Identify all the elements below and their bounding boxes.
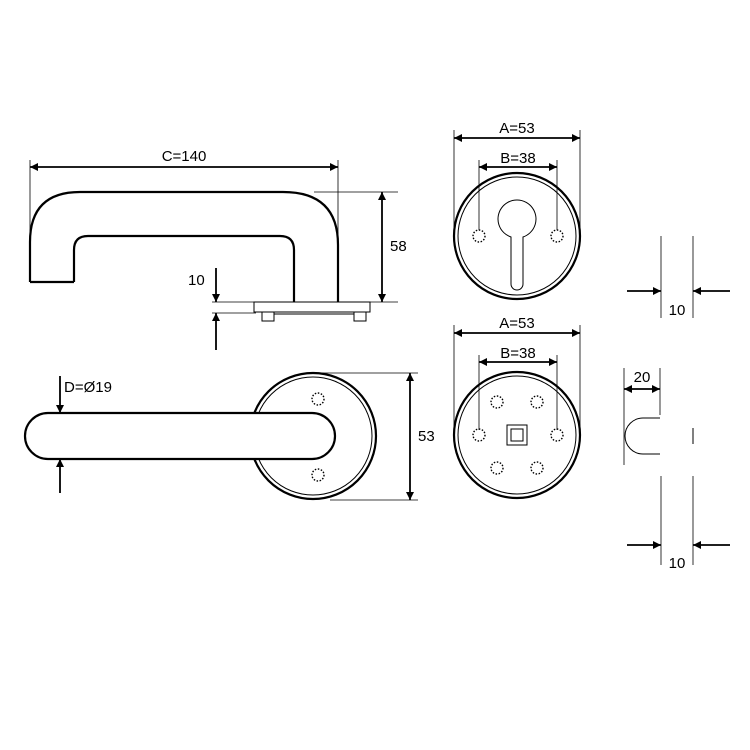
screw-hole-right bbox=[550, 229, 564, 243]
dimension-key-rose-inner: B=38 bbox=[478, 150, 558, 230]
handle-bar bbox=[23, 411, 337, 461]
dimension-lever-height: 58 bbox=[314, 191, 407, 303]
dimension-label: 10 bbox=[669, 302, 686, 319]
dimension-label: A=53 bbox=[499, 120, 534, 137]
square-spindle-hole-outer bbox=[506, 424, 528, 446]
rose-side-profile-top: 10 bbox=[627, 236, 730, 319]
lever-top-view bbox=[23, 371, 378, 501]
handle-rose-inner-circle bbox=[457, 375, 577, 495]
cylinder-keyhole bbox=[497, 199, 537, 291]
screw-hole bbox=[530, 395, 544, 409]
dimension-key-rose-outer: A=53 bbox=[453, 120, 581, 236]
screw-hole bbox=[490, 461, 504, 475]
dimension-label: 53 bbox=[418, 428, 435, 445]
dimension-label: 58 bbox=[390, 238, 407, 255]
handle-profile-contour bbox=[624, 417, 660, 455]
key-rose-outer-circle bbox=[452, 171, 582, 301]
rose-side-profile-bottom: 10 bbox=[627, 476, 730, 572]
dimension-label: 10 bbox=[188, 272, 205, 289]
dimension-label: 20 bbox=[634, 369, 651, 386]
lever-inner-contour bbox=[72, 234, 296, 302]
dimension-label: 10 bbox=[669, 555, 686, 572]
dimension-handle-diameter: D=Ø19 bbox=[56, 376, 112, 493]
key-rose-front-view bbox=[452, 171, 582, 301]
dimension-plate-gap: 10 bbox=[188, 268, 256, 350]
handle-side-profile: 20 bbox=[623, 368, 694, 465]
screw-hole-left bbox=[472, 229, 486, 243]
dimension-handle-rose-outer: A=53 bbox=[453, 315, 581, 435]
screw-hole-bottom bbox=[311, 468, 325, 482]
dimension-overall-length: C=140 bbox=[29, 148, 339, 242]
dimension-rose-height: 53 bbox=[316, 372, 435, 501]
screw-hole-right bbox=[550, 428, 564, 442]
lever-outer-contour bbox=[28, 190, 340, 302]
dimension-label: B=38 bbox=[500, 345, 535, 362]
key-rose-inner-circle bbox=[457, 176, 577, 296]
screw-hole bbox=[490, 395, 504, 409]
handle-rose-back-view bbox=[452, 370, 582, 500]
screw-hole-left bbox=[472, 428, 486, 442]
plate-foot-right bbox=[353, 311, 367, 322]
plate-foot-left bbox=[261, 311, 275, 322]
dimension-label: A=53 bbox=[499, 315, 534, 332]
lever-side-view bbox=[28, 190, 371, 322]
handle-rose-outer-circle bbox=[452, 370, 582, 500]
dimension-label: B=38 bbox=[500, 150, 535, 167]
dimension-label: D=Ø19 bbox=[64, 379, 112, 396]
dimension-label: C=140 bbox=[162, 148, 207, 165]
screw-hole-top bbox=[311, 392, 325, 406]
square-spindle-hole-inner bbox=[510, 428, 524, 442]
screw-hole bbox=[530, 461, 544, 475]
mounting-plate bbox=[253, 301, 371, 313]
dimension-handle-rose-inner: B=38 bbox=[478, 345, 558, 430]
